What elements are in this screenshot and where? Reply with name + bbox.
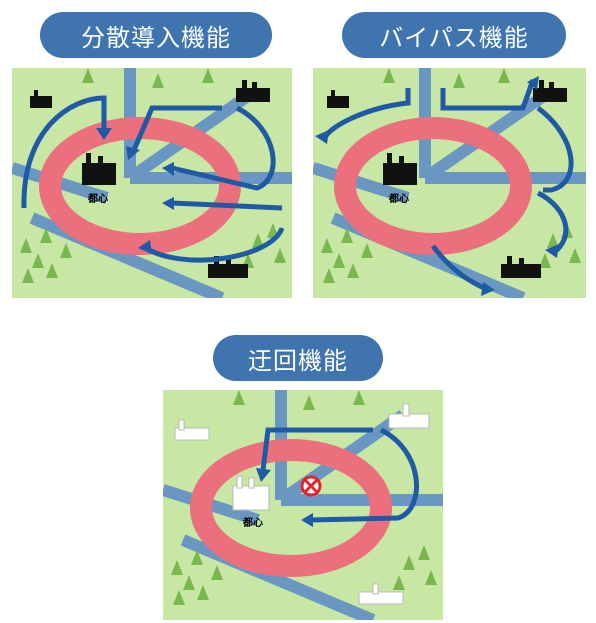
blocked-icon — [300, 475, 322, 497]
tree-icon — [321, 68, 581, 283]
panel-distributed-inflow: 都心 — [12, 68, 292, 298]
city-label: 都心 — [243, 518, 263, 529]
title-bypass: バイパス機能 — [342, 12, 566, 58]
factory-icon — [30, 80, 270, 278]
map-bypass — [313, 68, 586, 298]
ring-road — [190, 439, 392, 577]
factory-icon — [174, 403, 430, 605]
tree-icon — [171, 390, 437, 605]
title-detour: 迂回機能 — [213, 335, 383, 381]
tree-icon — [20, 68, 286, 283]
map-detour — [163, 390, 443, 620]
ring-road — [334, 117, 532, 255]
map-distributed-inflow — [12, 68, 292, 298]
factory-icon — [327, 80, 567, 278]
arrow-icon — [21, 95, 285, 263]
title-distributed-inflow: 分散導入機能 — [40, 12, 272, 58]
ring-road — [39, 117, 241, 255]
city-label: 都心 — [88, 194, 108, 205]
panel-bypass: 都心 — [313, 68, 586, 298]
city-label: 都心 — [389, 194, 409, 205]
arrow-icon — [260, 427, 419, 523]
panel-detour: 都心 — [163, 390, 443, 620]
